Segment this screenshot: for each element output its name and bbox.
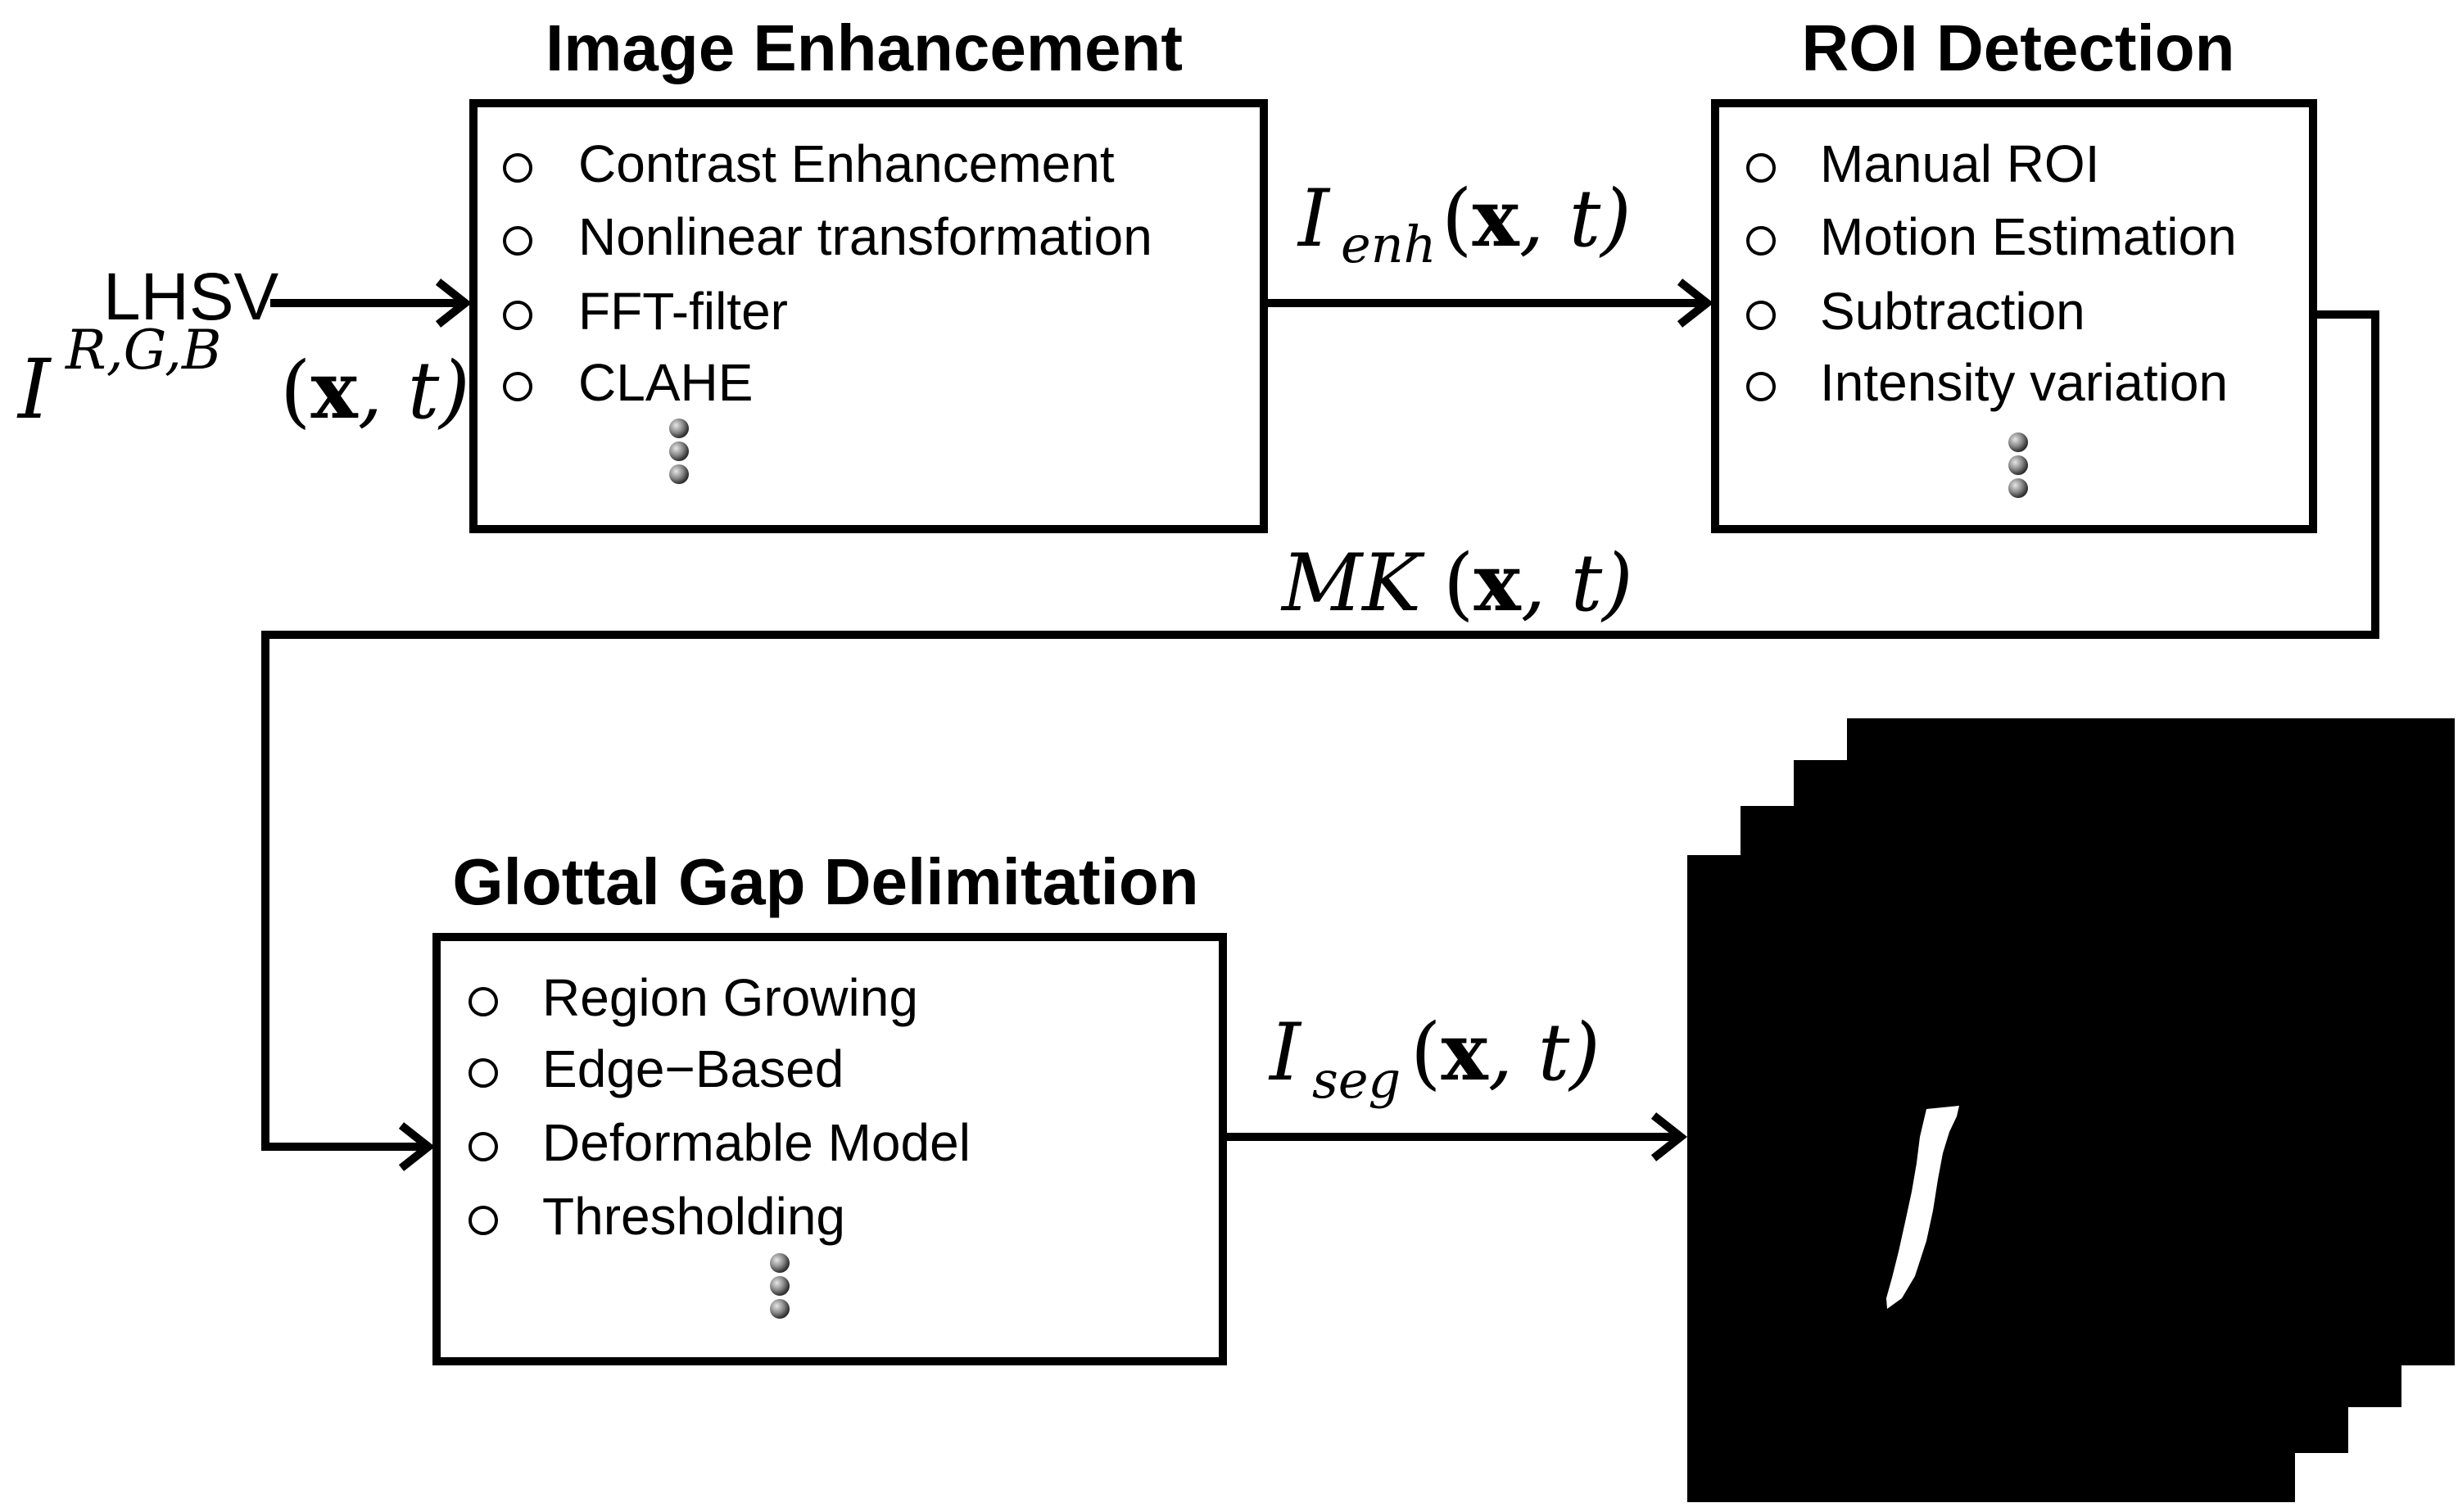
segmentation-frames-stack <box>1687 718 2455 1502</box>
signal-symbol: I <box>1297 173 1331 265</box>
list-item: Thresholding <box>542 1187 845 1246</box>
bullet-circle <box>469 1058 498 1088</box>
bullet-circle <box>1746 301 1776 330</box>
input-symbol-args: (x, t) <box>280 344 470 437</box>
signal-args: (x, t) <box>1410 1006 1600 1098</box>
glottal-list: Region Growing Edge−Based Deformable Mod… <box>469 968 971 1319</box>
roi-title: ROI Detection <box>1802 11 2235 84</box>
arrowhead-icon <box>1677 278 1714 328</box>
bullet-circle <box>469 1206 498 1235</box>
frame-front <box>1687 855 2295 1502</box>
signal-args: (x, t) <box>1442 172 1632 265</box>
bullet-circle <box>503 301 532 330</box>
signal-symbol: MK <box>1280 537 1425 629</box>
list-item: Motion Estimation <box>1820 207 2237 266</box>
list-item: Manual ROI <box>1820 134 2099 193</box>
list-item: FFT-filter <box>578 282 788 341</box>
input-symbol-superscript: R,G,B <box>65 319 222 382</box>
ellipsis-dots-icon <box>2008 432 2028 498</box>
bullet-circle <box>1746 153 1776 183</box>
list-item: Contrast Enhancement <box>578 134 1115 193</box>
enhanced-signal-label: I enh (x, t) <box>1297 172 1632 274</box>
signal-subscript: enh <box>1341 215 1437 274</box>
roi-list: Manual ROI Motion Estimation Subtraction… <box>1746 134 2237 498</box>
bullet-circle <box>1746 226 1776 256</box>
glottal-title: Glottal Gap Delimitation <box>452 845 1198 918</box>
input-symbol: I R,G,B (x, t) <box>16 319 470 437</box>
bullet-circle <box>503 372 532 401</box>
roi-box <box>1711 99 2317 533</box>
enhancement-box <box>469 99 1268 533</box>
roi-to-glottal-path <box>261 310 2379 1151</box>
enhancement-list: Contrast Enhancement Nonlinear transform… <box>503 134 1152 484</box>
arrowhead-icon <box>1650 1112 1688 1161</box>
list-item: Edge−Based <box>542 1039 844 1098</box>
list-item: CLAHE <box>578 353 753 412</box>
signal-subscript: seg <box>1312 1050 1401 1110</box>
bullet-circle <box>469 1132 498 1161</box>
input-symbol-base: I <box>16 342 52 437</box>
ellipsis-dots-icon <box>669 419 689 484</box>
ellipsis-dots-icon <box>770 1253 790 1319</box>
signal-symbol: I <box>1268 1007 1302 1098</box>
glottal-gap-segment <box>1886 1106 1959 1309</box>
bullet-circle <box>469 987 498 1016</box>
list-item: Region Growing <box>542 968 918 1027</box>
arrowhead-icon <box>398 1122 436 1171</box>
list-item: Nonlinear transformation <box>578 207 1152 266</box>
connectors <box>261 278 2379 1171</box>
enhancement-title: Image Enhancement <box>545 11 1183 84</box>
signal-args: (x, t) <box>1443 536 1633 629</box>
mask-signal-label: MK (x, t) <box>1280 536 1633 629</box>
segmented-signal-label: I seg (x, t) <box>1268 1006 1600 1110</box>
glottal-box <box>432 933 1227 1365</box>
list-item: Intensity variation <box>1820 353 2228 412</box>
input-label: LHSV <box>103 260 279 334</box>
list-item: Deformable Model <box>542 1113 971 1172</box>
bullet-circle <box>1746 372 1776 401</box>
arrowhead-icon <box>435 278 473 328</box>
bullet-circle <box>503 153 532 183</box>
list-item: Subtraction <box>1820 282 2085 341</box>
bullet-circle <box>503 226 532 256</box>
